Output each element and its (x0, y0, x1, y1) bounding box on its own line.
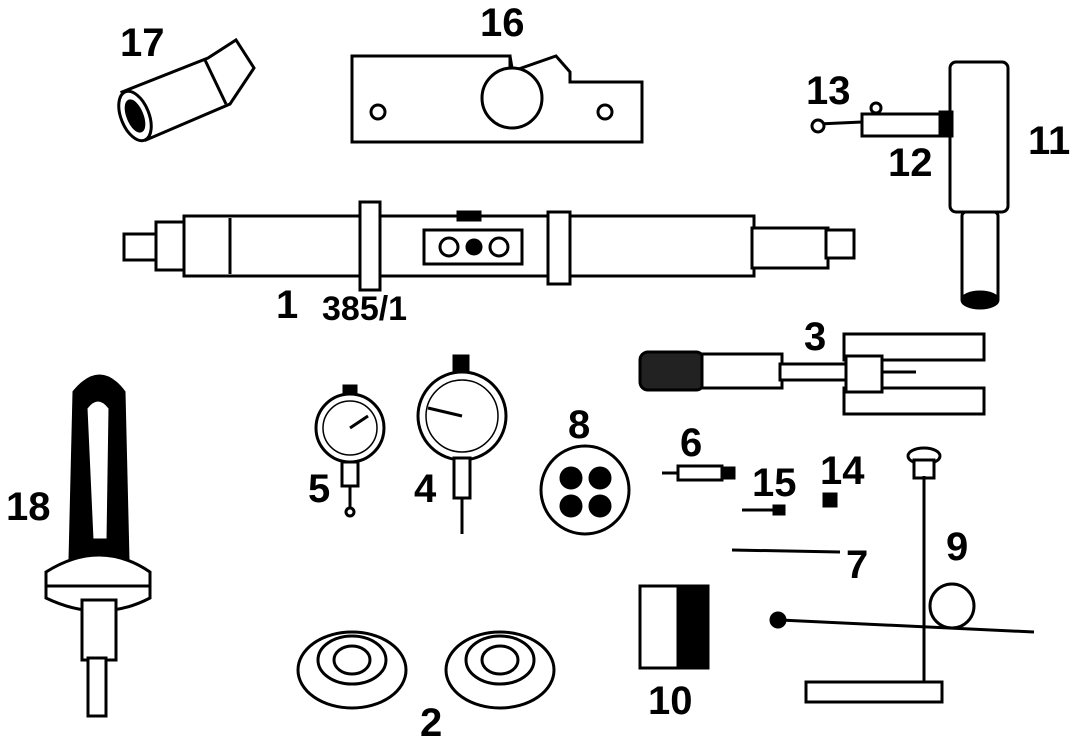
label-4: 4 (414, 467, 437, 511)
tool-15-pin-icon (742, 504, 786, 516)
tool-2-rings-icon (296, 630, 556, 710)
label-17: 17 (120, 21, 165, 65)
label-10: 10 (648, 679, 693, 723)
tool-11-handle-icon (810, 60, 1010, 310)
tool-16-plate-icon (350, 54, 644, 144)
tool-5-dial-gauge-icon (314, 384, 386, 518)
tool-14-nut-icon (822, 492, 838, 508)
label-1: 1 (276, 283, 298, 327)
label-14: 14 (820, 449, 865, 493)
label-6: 6 (680, 421, 702, 465)
label-385-1: 385/1 (322, 290, 407, 328)
label-15: 15 (752, 461, 797, 505)
tool-6-adapter-icon (662, 464, 736, 482)
tool-7-rod-icon (731, 548, 841, 554)
tool-4-dial-gauge-icon (416, 354, 508, 534)
label-5: 5 (308, 467, 330, 511)
label-9: 9 (946, 525, 968, 569)
tool-3-puller-icon (638, 332, 986, 416)
label-7: 7 (846, 543, 868, 587)
label-3: 3 (804, 315, 826, 359)
tool-8-disk-icon (539, 444, 631, 536)
label-2: 2 (420, 701, 442, 742)
tool-10-blocks-icon (638, 584, 710, 670)
tool-9-stand-icon (769, 446, 1035, 704)
label-8: 8 (568, 403, 590, 447)
tool-1-bar-icon (122, 200, 856, 292)
label-13: 13 (806, 69, 851, 113)
label-11: 11 (1028, 119, 1070, 163)
label-16: 16 (480, 1, 525, 45)
label-12: 12 (888, 141, 933, 185)
tool-18-handle-icon (44, 374, 152, 718)
label-18: 18 (6, 485, 51, 529)
tool-17-socket-icon (117, 37, 256, 143)
